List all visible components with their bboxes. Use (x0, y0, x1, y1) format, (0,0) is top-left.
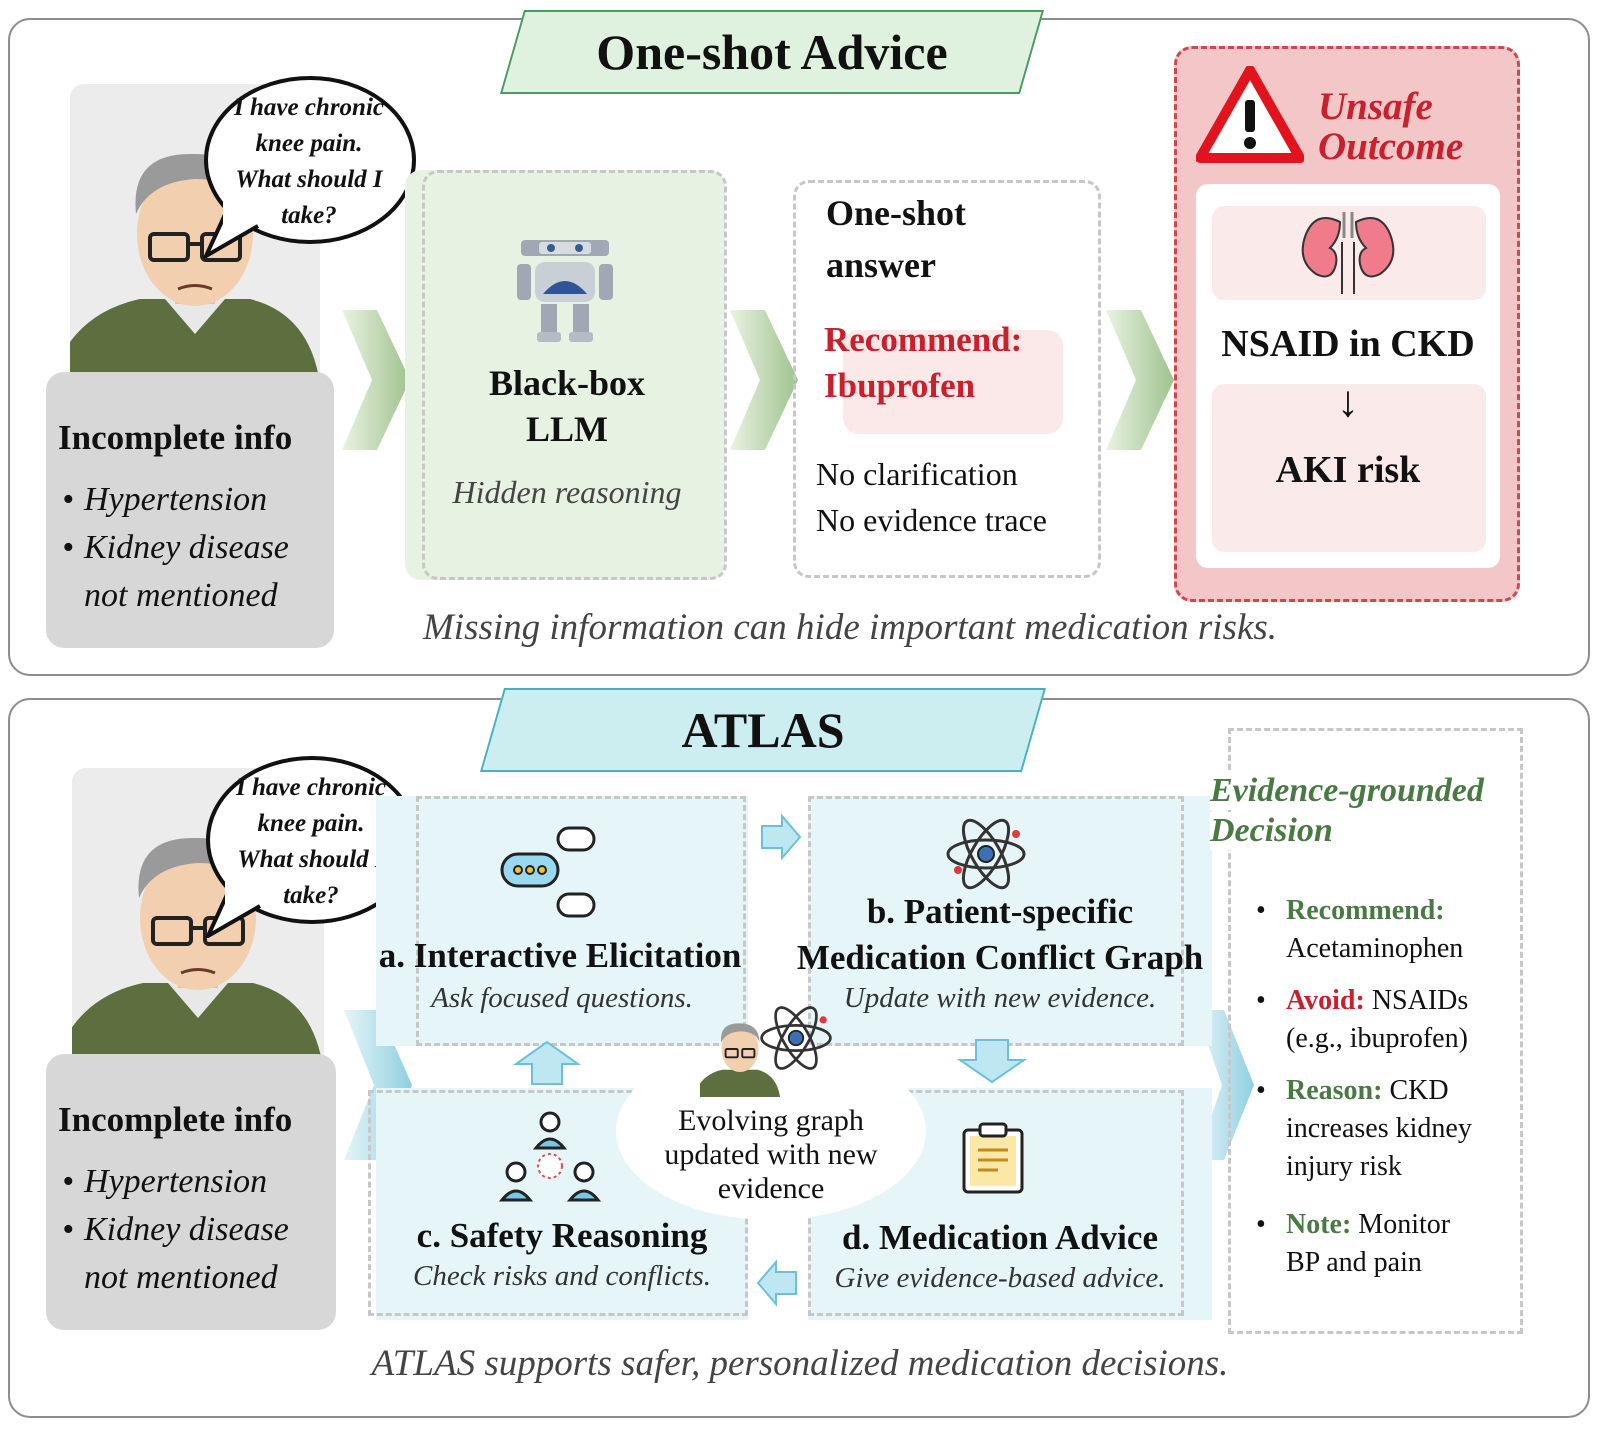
step-c-subtitle: Check risks and conflicts. (412, 1260, 711, 1292)
arrow-b-to-d (956, 1039, 1028, 1084)
step-a-title: a. Interactive Elicitation (378, 936, 742, 975)
decision-title-2: Decision (1210, 812, 1333, 850)
patient-avatar (700, 1023, 780, 1097)
decision-note: • Note: Monitor BP and pain (1256, 1209, 1451, 1278)
flow-arrow-3 (1106, 310, 1174, 450)
one-shot-banner-title: One-shot Advice (596, 24, 948, 80)
atom-icon (760, 1006, 832, 1070)
evolving-graph-oval (616, 1042, 926, 1220)
answer-title-1: One-shot (826, 193, 967, 233)
note-value-2: BP and pain (1286, 1247, 1422, 1278)
llm-title-2: LLM (525, 409, 608, 449)
unsafe-label-1: Unsafe (1318, 85, 1433, 128)
avoid-label: Avoid: (1286, 985, 1365, 1016)
flow-arrow-2 (730, 310, 798, 450)
recommend-highlight (843, 330, 1063, 434)
avoid-value-1: NSAIDs (1371, 985, 1469, 1016)
center-text-1: Evolving graph (678, 1104, 864, 1137)
step-b-subtitle: Update with new evidence. (843, 982, 1157, 1014)
decision-box (1228, 728, 1523, 1334)
decision-list: • Recommend: Acetaminophen • Avoid: NSAI… (1252, 892, 1522, 1282)
people-network-icon (498, 1111, 602, 1202)
decision-avoid: • Avoid: NSAIDs (e.g., ibuprofen) (1256, 985, 1469, 1054)
reason-label: Reason: (1286, 1075, 1383, 1106)
warning-triangle-icon (1196, 66, 1304, 163)
step-d-subtitle: Give evidence-based advice. (834, 1262, 1166, 1294)
step-b-title-1: b. Patient-specific (866, 892, 1134, 931)
info-item-hypertension: Hypertension (56, 476, 326, 524)
recommend-label-top: Recommend: (824, 320, 1023, 359)
arrow-d-to-c (756, 1259, 797, 1307)
llm-box (405, 170, 725, 580)
incomplete-info-title: Incomplete info (58, 1100, 293, 1139)
step-b-bg (808, 796, 1212, 1046)
aki-card (1212, 384, 1486, 552)
flow-arrow-1 (342, 310, 410, 450)
info-item-kidney: Kidney disease not mentioned (56, 524, 326, 620)
kidney-card (1212, 206, 1486, 300)
reason-value-2: increases kidney (1286, 1113, 1472, 1144)
chat-bubbles-icon (500, 826, 596, 918)
note-label: Note: (1286, 1209, 1352, 1240)
recommend-value: Acetaminophen (1286, 933, 1464, 964)
decision-recommend: • Recommend: Acetaminophen (1256, 895, 1464, 964)
no-evidence-trace: No evidence trace (816, 502, 1047, 538)
llm-box-border (422, 170, 727, 580)
reason-value-1: CKD (1389, 1075, 1449, 1106)
llm-title-1: Black-box (488, 363, 646, 403)
atom-icon (946, 818, 1026, 890)
step-a-border (416, 796, 746, 1046)
arrow-a-to-b (761, 813, 802, 861)
decision-reason: • Reason: CKD increases kidney injury ri… (1256, 1075, 1472, 1182)
step-a-subtitle: Ask focused questions. (431, 982, 693, 1014)
speech-text-top: I have chronic knee pain. What should I … (234, 94, 384, 229)
recommend-label: Recommend: (1286, 895, 1445, 926)
down-arrow: ↓ (1337, 377, 1359, 426)
incomplete-info-top: Incomplete info Hypertension Kidney dise… (46, 372, 334, 648)
speech-bubble-bottom: I have chronic knee pain. What should I … (190, 748, 422, 938)
info-item-kidney: Kidney disease not mentioned (56, 1206, 328, 1302)
llm-subtitle: Hidden reasoning (452, 474, 682, 510)
speech-bubble-top: I have chronic knee pain. What should I … (188, 68, 420, 258)
atlas-caption: ATLAS supports safer, personalized medic… (371, 1343, 1229, 1384)
recommend-drug-top: Ibuprofen (824, 366, 976, 405)
speech-text-bottom: I have chronic knee pain. What should I … (236, 774, 386, 909)
arrow-c-to-a (512, 1040, 582, 1085)
reason-value-3: injury risk (1286, 1151, 1402, 1182)
atlas-banner-title: ATLAS (681, 702, 845, 758)
one-shot-banner: One-shot Advice (499, 10, 1045, 94)
kidney-icon (1301, 212, 1395, 294)
note-value-1: Monitor (1358, 1209, 1451, 1240)
no-clarification: No clarification (816, 456, 1018, 492)
info-item-hypertension: Hypertension (56, 1158, 328, 1206)
step-d-title: d. Medication Advice (842, 1218, 1158, 1257)
incomplete-info-bottom: Incomplete info Hypertension Kidney dise… (46, 1054, 336, 1330)
aki-risk: AKI risk (1275, 449, 1421, 491)
decision-title-1: Evidence-grounded (1210, 772, 1484, 810)
clipboard-icon (962, 1122, 1024, 1194)
step-b-title-2: Medication Conflict Graph (796, 938, 1204, 977)
one-shot-caption: Missing information can hide important m… (422, 607, 1278, 648)
nsaid-in-ckd: NSAID in CKD (1221, 323, 1475, 365)
incomplete-info-title: Incomplete info (58, 418, 293, 457)
unsafe-label-2: Outcome (1318, 125, 1464, 168)
robot-icon (517, 240, 613, 342)
answer-title-2: answer (826, 245, 936, 285)
center-text-3: evidence (717, 1172, 825, 1205)
one-shot-answer-box (793, 180, 1101, 578)
atlas-banner: ATLAS (479, 688, 1047, 772)
avoid-value-2: (e.g., ibuprofen) (1286, 1023, 1468, 1054)
center-text-2: updated with new (664, 1138, 878, 1171)
step-c-title: c. Safety Reasoning (416, 1216, 708, 1255)
